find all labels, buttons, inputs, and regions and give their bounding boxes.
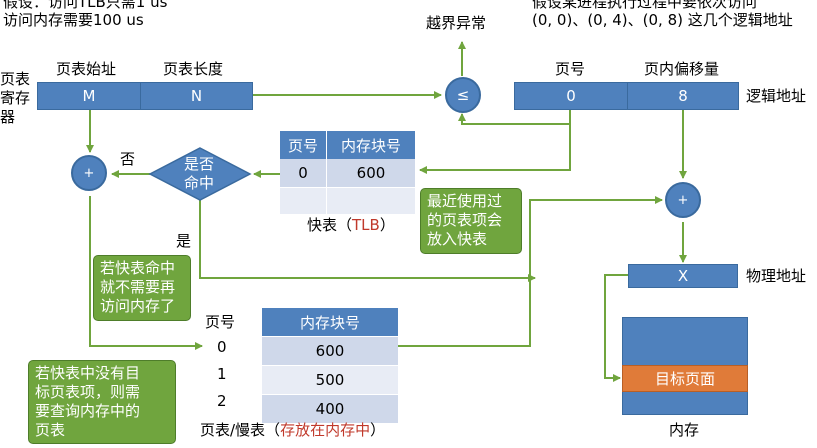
- assumption-line2: 访问内存需要100 us: [3, 11, 144, 29]
- arrow-hit-to-address: [199, 200, 536, 282]
- table-row: 500: [262, 365, 398, 395]
- page-table-page-number: 2: [217, 392, 227, 410]
- start-address-header: 页表始址: [56, 60, 117, 78]
- register-length-cell: N: [140, 82, 253, 110]
- memory-label: 内存: [669, 421, 700, 439]
- adder-node: +: [71, 155, 107, 191]
- callout-recent-line: 最近使用过: [427, 192, 503, 210]
- table-row: 400: [262, 394, 398, 423]
- page-table: 内存块号 600 500 400: [262, 308, 398, 423]
- logical-address-label: 逻辑地址: [746, 87, 807, 105]
- page-table-block-header: 内存块号: [262, 308, 398, 337]
- arrow-page-to-compare: [458, 110, 571, 125]
- tlb-cell: [326, 187, 415, 214]
- tlb-caption: 快表（TLB）: [307, 216, 395, 234]
- tlb-caption-prefix: 快表（: [307, 216, 353, 234]
- logical-offset-cell: 8: [627, 82, 739, 110]
- decision-yes-label: 是: [176, 232, 192, 250]
- callout-miss: 若快表中没有目 标页表项，则需 要查询内存中的 页表: [28, 360, 176, 444]
- target-page: 目标页面: [622, 365, 748, 392]
- page-table-cell: 400: [262, 394, 398, 423]
- arrow-physical-to-memory: [604, 274, 630, 382]
- register-label-3: 器: [0, 108, 16, 126]
- register-start-cell: M: [37, 82, 141, 110]
- callout-recent-line: 放入快表: [427, 230, 488, 248]
- register-label-2: 寄存: [0, 89, 31, 107]
- page-table-page-number: 1: [217, 365, 227, 383]
- arrow-adder-to-page-table: [89, 196, 203, 350]
- arrow-table-to-adder2: [396, 196, 663, 347]
- sequence-line2: (0, 0)、(0, 4)、(0, 8) 这几个逻辑地址: [532, 11, 793, 29]
- physical-address-label: 物理地址: [746, 267, 807, 285]
- arrow-page-to-tlb: [419, 110, 571, 174]
- page-table-page-header: 页号: [205, 313, 236, 331]
- page-table-cell: 600: [262, 336, 398, 366]
- decision-text-2: 命中: [184, 174, 215, 192]
- callout-miss-line: 页表: [35, 421, 66, 439]
- callout-hit-line: 就不需要再: [100, 278, 176, 296]
- page-number-header: 页号: [555, 60, 586, 78]
- page-table-caption-suffix: ）: [370, 421, 386, 439]
- tlb-table: 页号 内存块号 0 600: [280, 131, 415, 214]
- callout-miss-line: 标页表项，则需: [35, 383, 141, 401]
- length-header: 页表长度: [163, 60, 224, 78]
- page-table-caption: 页表/慢表（存放在内存中）: [200, 421, 385, 439]
- assumption-line1: 假设：访问TLB只需1 us: [3, 0, 168, 11]
- callout-miss-line: 若快表中没有目: [35, 364, 141, 382]
- decision-no-label: 否: [120, 150, 136, 168]
- compare-node: ≤: [445, 77, 481, 113]
- adder2-node: +: [665, 182, 701, 218]
- register-label-1: 页表: [0, 70, 31, 88]
- page-table-caption-prefix: 页表/慢表（: [200, 421, 281, 439]
- page-table-cell: 500: [262, 365, 398, 395]
- callout-hit-line: 若快表命中: [100, 259, 176, 277]
- tlb-caption-suffix: ）: [379, 216, 395, 234]
- tlb-caption-tlb: TLB: [352, 216, 380, 234]
- tlb-cell: 0: [280, 159, 327, 188]
- page-table-page-number: 0: [217, 338, 227, 356]
- table-row: 0 600: [280, 159, 415, 188]
- tlb-cell: [280, 187, 327, 214]
- sequence-line1: 假设某进程执行过程中要依次访问: [532, 0, 758, 11]
- callout-recent: 最近使用过 的页表项会 放入快表: [420, 188, 522, 254]
- offset-header: 页内偏移量: [644, 60, 720, 78]
- callout-miss-line: 要查询内存中的: [35, 402, 141, 420]
- callout-hit: 若快表命中 就不需要再 访问内存了: [93, 255, 191, 321]
- physical-address-cell: X: [628, 264, 738, 288]
- decision-text-1: 是否: [184, 155, 215, 173]
- tlb-header-block: 内存块号: [326, 131, 415, 159]
- tlb-header-page: 页号: [280, 131, 327, 159]
- logical-page-cell: 0: [514, 82, 628, 110]
- out-of-bounds-label: 越界异常: [426, 14, 487, 32]
- page-table-caption-red: 存放在内存中: [280, 421, 371, 439]
- table-row: [280, 187, 415, 214]
- callout-recent-line: 的页表项会: [427, 211, 503, 229]
- callout-hit-line: 访问内存了: [100, 297, 176, 315]
- table-row: 600: [262, 336, 398, 366]
- tlb-cell: 600: [326, 159, 415, 188]
